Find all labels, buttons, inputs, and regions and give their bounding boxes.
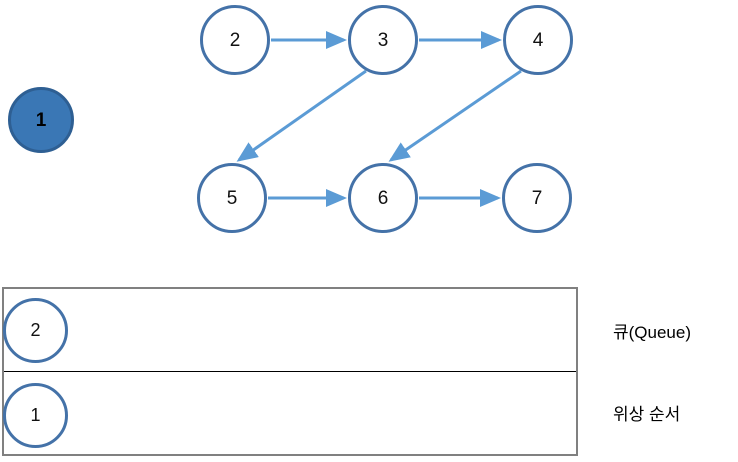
graph-node-3-label: 3 [377,29,389,51]
table-row [4,372,576,455]
graph-node-6-label: 6 [377,187,389,209]
state-table [2,287,578,456]
edge-4-to-6 [388,69,522,162]
graph-node-6[interactable]: 6 [348,163,418,233]
order-item-node[interactable]: 1 [3,383,68,448]
graph-node-5-label: 5 [226,187,238,209]
queue-row-label: 큐(Queue) [613,323,692,342]
graph-node-1-label: 1 [35,109,47,131]
graph-node-7-label: 7 [531,187,543,209]
graph-node-2-label: 2 [229,29,241,51]
table-row [4,289,576,372]
graph-node-5[interactable]: 5 [197,163,267,233]
graph-node-7[interactable]: 7 [502,163,572,233]
queue-item-node[interactable]: 2 [3,298,68,363]
graph-node-4-label: 4 [532,29,544,51]
order-item-label: 1 [30,405,41,425]
graph-node-1[interactable]: 1 [8,87,74,153]
graph-node-2[interactable]: 2 [200,5,270,75]
edge-3-to-5 [236,69,367,162]
queue-item-label: 2 [30,320,41,340]
graph-node-4[interactable]: 4 [503,5,573,75]
graph-node-3[interactable]: 3 [348,5,418,75]
order-row-label: 위상 순서 [613,405,681,424]
